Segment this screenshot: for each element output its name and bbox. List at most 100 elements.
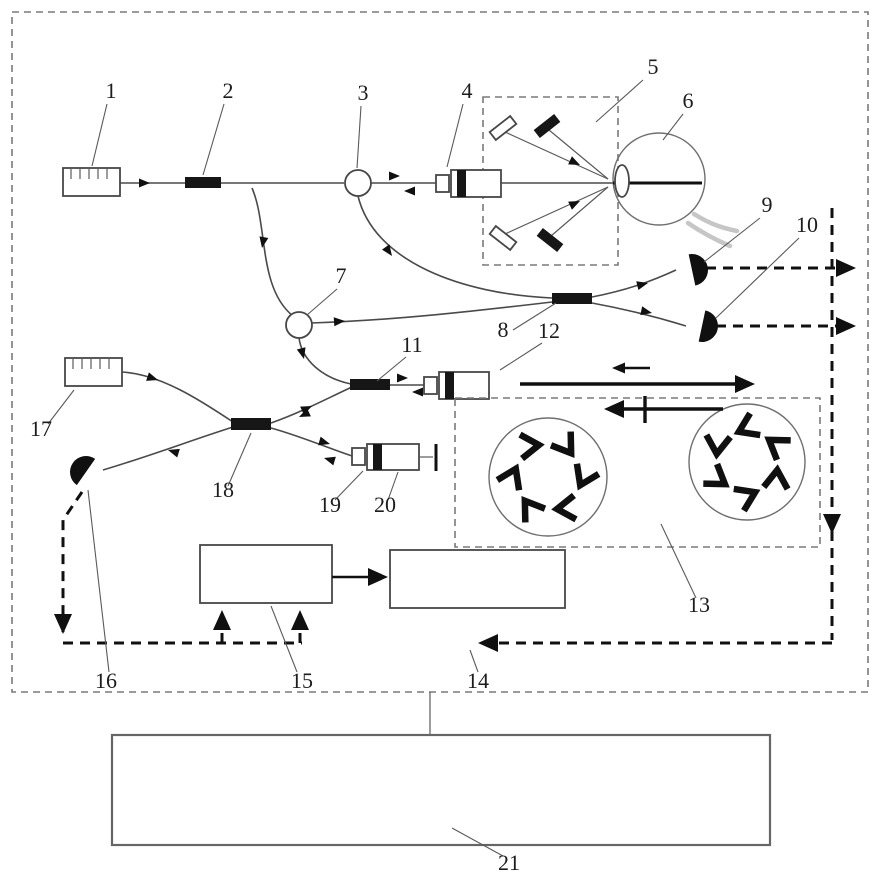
label-3: 3 — [358, 80, 369, 105]
arrowhead-icon — [836, 259, 856, 277]
label-20: 20 — [374, 492, 396, 517]
collimator-ferrule — [435, 174, 450, 193]
leader-line — [91, 103, 108, 167]
leader-line — [595, 79, 644, 123]
fiber-coupler-18 — [231, 418, 271, 430]
leader-line — [469, 649, 479, 673]
fiber-coupler-8 — [552, 293, 592, 304]
label-2: 2 — [223, 78, 234, 103]
circulator-3 — [344, 169, 372, 197]
label-1: 1 — [106, 78, 117, 103]
arrowhead-icon — [139, 178, 150, 188]
fiber — [251, 187, 294, 317]
leader-line — [270, 605, 298, 673]
leader-line — [87, 489, 110, 673]
label-12: 12 — [538, 318, 560, 343]
chevron-icon — [734, 413, 760, 442]
label-10: 10 — [796, 212, 818, 237]
collimator-19-20 — [351, 443, 438, 471]
chevron-icon — [497, 464, 526, 490]
fiber-coupler-2 — [185, 177, 221, 188]
arrowhead-icon — [291, 610, 309, 630]
rotation-chevrons — [703, 413, 790, 510]
laser-source-17 — [64, 357, 123, 387]
fiber — [591, 269, 677, 298]
label-21: 21 — [498, 850, 520, 875]
galvo-mirror-icon — [488, 114, 518, 142]
fiber-links — [102, 182, 687, 471]
labels: 1 2 3 4 5 6 7 8 9 10 11 12 13 14 15 16 1… — [30, 54, 818, 875]
chevron-icon — [734, 481, 760, 510]
label-14: 14 — [467, 668, 489, 693]
arrowhead-icon — [636, 278, 650, 291]
photodetector-16 — [70, 456, 96, 486]
delay-box-outline — [454, 397, 821, 548]
label-13: 13 — [688, 592, 710, 617]
fiber — [298, 337, 352, 385]
scan-beam-line — [550, 186, 609, 237]
photodetector-10 — [698, 310, 718, 342]
arrowhead-icon — [397, 373, 408, 383]
leader-line — [306, 288, 338, 316]
arrowhead-icon — [568, 196, 582, 210]
chevron-icon — [762, 430, 791, 460]
rotor-circle — [688, 403, 806, 521]
leader-line — [387, 471, 399, 501]
arrowhead-icon — [478, 634, 498, 652]
leader-line — [662, 113, 684, 141]
label-11: 11 — [401, 332, 422, 357]
label-16: 16 — [95, 668, 117, 693]
rotation-chevrons — [497, 432, 598, 523]
laser-body — [64, 357, 123, 387]
arrowhead-icon — [823, 514, 841, 534]
arrowhead-icon — [412, 387, 423, 397]
leader-line — [703, 217, 761, 263]
leader-line — [47, 389, 75, 425]
eye-lens-icon — [614, 164, 630, 198]
leader-line — [499, 342, 543, 371]
arrowhead-icon — [604, 400, 624, 418]
laser-body — [62, 167, 121, 197]
fiber-coupler-11 — [350, 379, 390, 390]
label-19: 19 — [319, 492, 341, 517]
leader-lines — [47, 79, 800, 857]
arrowhead-icon — [836, 317, 856, 335]
scan-beam-line — [504, 131, 609, 180]
module-box-14 — [389, 549, 566, 609]
module-box-15 — [199, 544, 333, 604]
processor-box-21 — [110, 733, 772, 847]
leader-line — [451, 827, 504, 857]
label-4: 4 — [462, 78, 473, 103]
arrowhead-icon — [568, 156, 582, 170]
scan-beam-line — [504, 186, 609, 235]
label-7: 7 — [336, 263, 347, 288]
leader-line — [334, 470, 364, 501]
scanner-box-5 — [482, 96, 619, 266]
arrowhead-icon — [146, 372, 160, 385]
leader-line — [202, 103, 225, 176]
arrowhead-icon — [322, 453, 336, 466]
label-18: 18 — [212, 477, 234, 502]
chevron-icon — [551, 432, 581, 461]
collimator-12 — [423, 371, 490, 400]
collimator-ferrule — [351, 447, 366, 466]
fiber — [591, 302, 687, 327]
fiber — [270, 386, 353, 424]
chevron-icon — [556, 495, 576, 520]
fiber — [310, 301, 553, 324]
arrowhead-icon — [54, 614, 72, 634]
arrowhead-icon — [257, 236, 269, 249]
chevron-icon — [764, 469, 789, 489]
scan-beam-line — [548, 129, 609, 180]
circulator-7 — [285, 311, 313, 339]
collimator-band — [457, 170, 466, 197]
leader-line — [446, 103, 464, 168]
leader-line — [512, 302, 557, 331]
galvo-mirror-icon — [533, 114, 561, 138]
leader-line — [227, 432, 252, 487]
eye-6 — [612, 132, 740, 249]
chevron-icon — [515, 494, 545, 523]
collimator-ferrule — [423, 376, 438, 395]
